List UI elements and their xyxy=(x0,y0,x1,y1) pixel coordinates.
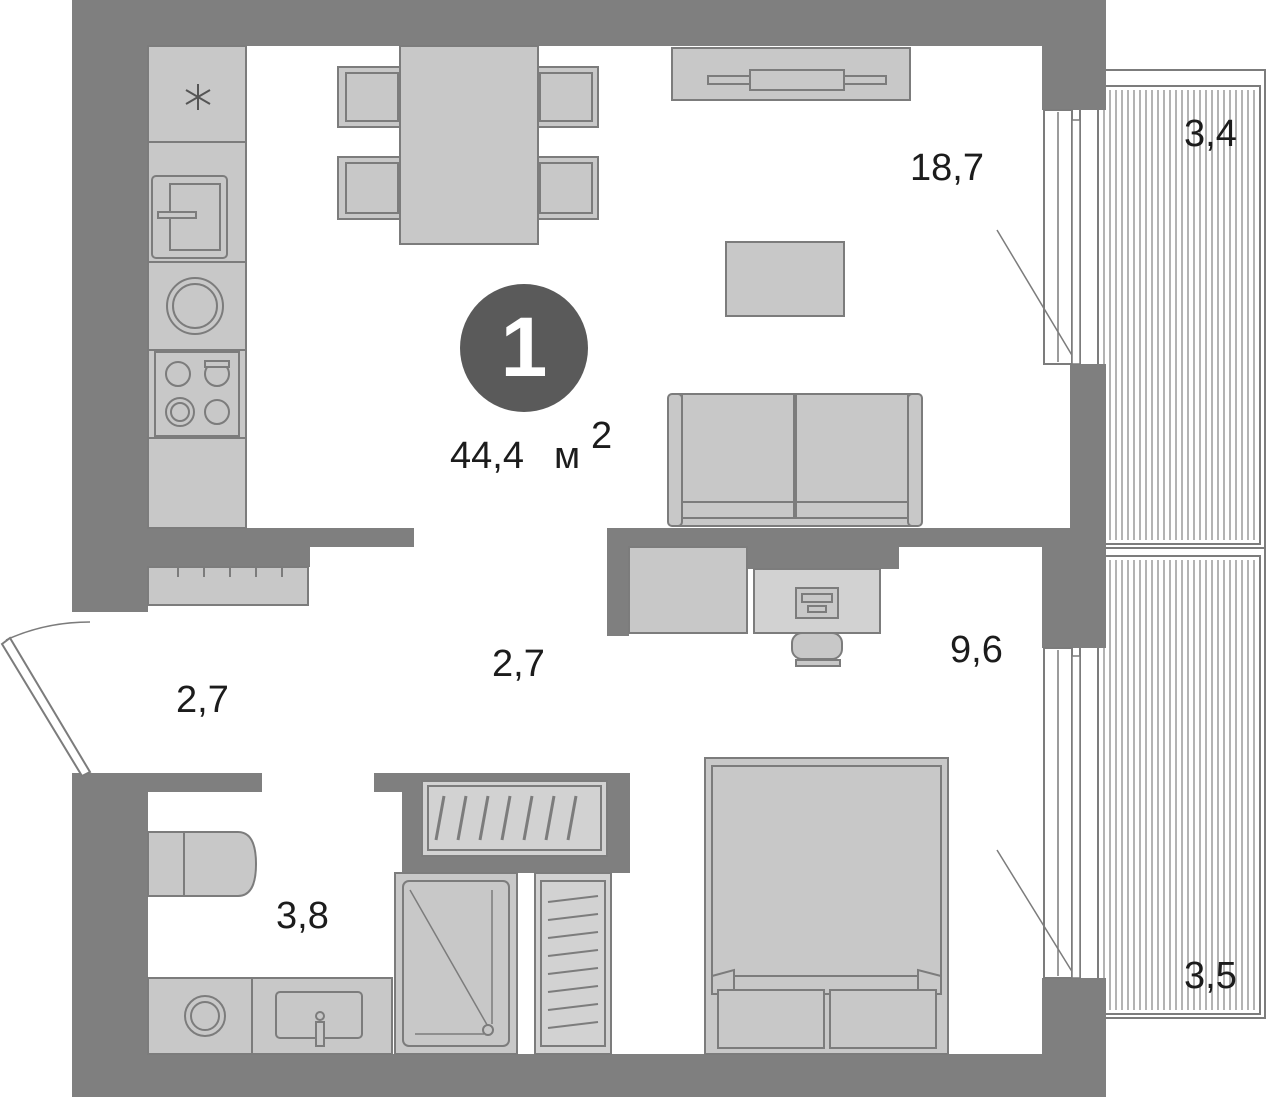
desk xyxy=(753,568,881,667)
coffee-table xyxy=(725,241,845,317)
balcony-top xyxy=(1079,69,1266,549)
cooktop-icon xyxy=(154,351,240,437)
sofa xyxy=(667,393,923,527)
shower xyxy=(394,872,518,1055)
toilet xyxy=(147,831,258,897)
bathroom-closet xyxy=(534,872,612,1055)
living-kitchen-area: 18,7 xyxy=(910,147,984,189)
entrance-door xyxy=(0,621,92,778)
entrance-area: 2,7 xyxy=(176,679,229,721)
hall-area: 2,7 xyxy=(492,643,545,685)
dining-table xyxy=(337,45,599,245)
walls xyxy=(72,0,1106,1097)
rooms-count: 1 xyxy=(501,300,548,394)
total-area-unit-power: 2 xyxy=(591,415,612,457)
rooms-count-badge: 1 xyxy=(460,284,588,412)
total-area-value: 44,4 xyxy=(450,435,524,477)
washing-machine-icon xyxy=(147,977,253,1055)
bedroom-wardrobe xyxy=(628,546,748,634)
total-area-unit: м xyxy=(554,435,580,477)
bed xyxy=(704,757,949,1055)
hall-closet xyxy=(421,780,608,857)
balcony-bottom-area: 3,5 xyxy=(1184,955,1237,997)
sink-icon xyxy=(251,977,393,1055)
bedroom-area: 9,6 xyxy=(950,629,1003,671)
snowflake-icon xyxy=(185,84,211,110)
kitchen-unit xyxy=(147,45,247,529)
balcony-bottom xyxy=(1079,547,1266,1019)
windows xyxy=(996,109,1081,979)
tv-stand xyxy=(671,47,911,101)
bathroom-area: 3,8 xyxy=(276,895,329,937)
shoe-rack xyxy=(147,566,309,606)
balcony-top-area: 3,4 xyxy=(1184,113,1237,155)
